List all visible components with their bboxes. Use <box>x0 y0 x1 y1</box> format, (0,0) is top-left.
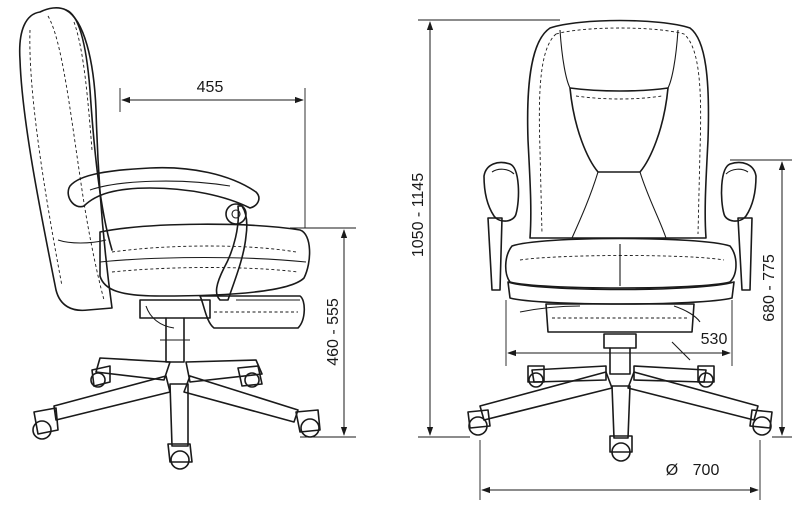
dimension-seat-depth: 455 <box>119 79 306 228</box>
seat-depth-label: 455 <box>197 79 224 96</box>
dimension-base-diameter: Ø 700 <box>479 440 761 500</box>
overall-height-label: 1050 - 1145 <box>410 173 427 257</box>
dimension-seat-width: 530 <box>505 300 733 366</box>
front-casters <box>467 365 773 462</box>
side-view-chair <box>18 7 321 470</box>
base-diameter-label: 700 <box>693 462 720 479</box>
dimension-seat-height: 460 - 555 <box>290 227 356 438</box>
armrest-height-label: 680 - 775 <box>761 254 778 322</box>
seat-height-label: 460 - 555 <box>325 298 342 366</box>
side-casters <box>32 365 321 470</box>
seat-width-label: 530 <box>701 331 728 348</box>
dimension-overall-height: 1050 - 1145 <box>410 19 560 438</box>
dimension-armrest-height: 680 - 775 <box>730 159 792 438</box>
diameter-symbol: Ø <box>666 462 678 479</box>
front-view-chair <box>467 19 773 462</box>
